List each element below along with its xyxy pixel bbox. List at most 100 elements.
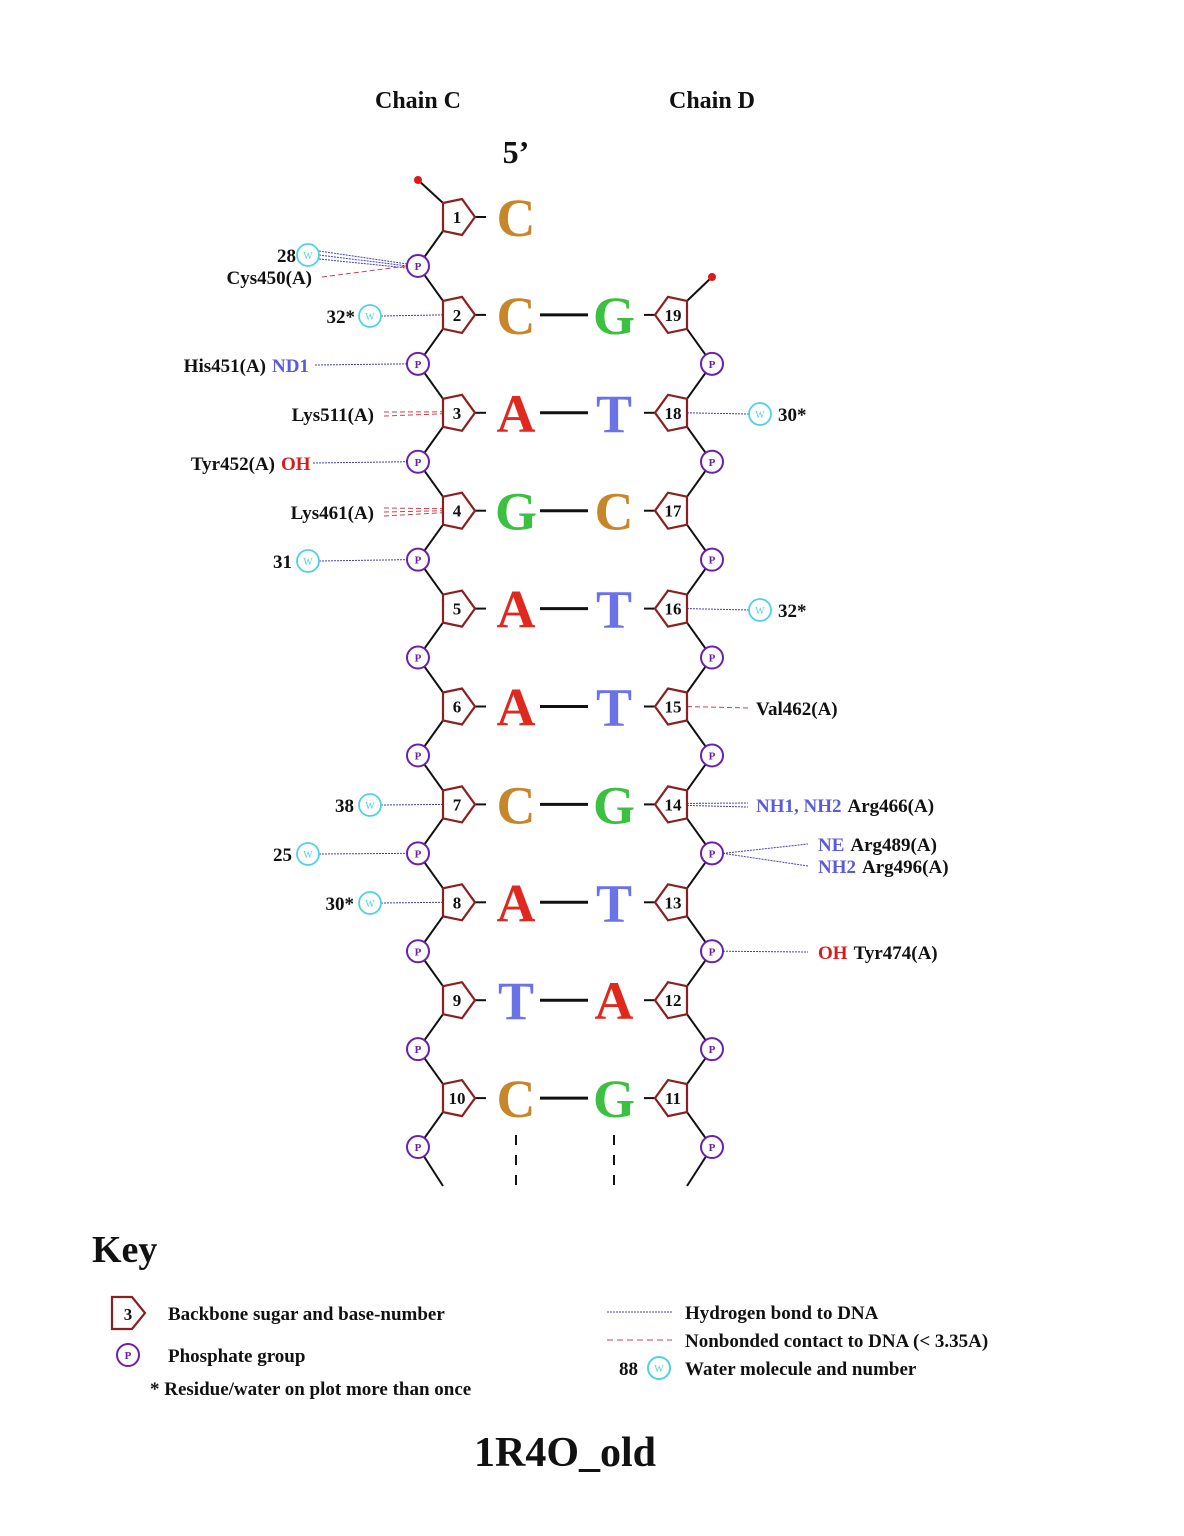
- base-letter: T: [596, 873, 632, 933]
- key-water-text: Water molecule and number: [685, 1359, 917, 1380]
- sugar-10: 10: [441, 1078, 477, 1118]
- sugar-number: 1: [453, 208, 462, 227]
- sugar-number: 2: [453, 306, 462, 325]
- sugar-14: 14: [653, 785, 689, 824]
- base-letter: T: [596, 580, 632, 640]
- water-number: 28: [277, 246, 296, 267]
- legend: Key 3 Backbone sugar and base-number P P…: [92, 1229, 988, 1400]
- sugar-icon: [653, 393, 689, 433]
- phosphate-symbol: P: [415, 1142, 422, 1154]
- base-letter: G: [593, 1069, 635, 1129]
- sugar-7: 7: [441, 785, 477, 824]
- sugar-number: 9: [453, 991, 462, 1010]
- base-letter: T: [498, 971, 534, 1031]
- sugar-13: 13: [653, 883, 689, 922]
- base-letter: A: [497, 384, 536, 444]
- sugar-18: 18: [653, 393, 689, 433]
- sugar-number: 6: [453, 698, 462, 717]
- water-icon: W: [748, 598, 772, 622]
- residue-label: Lys511(A): [292, 405, 374, 426]
- contact-line-hbond: [318, 250, 408, 265]
- sugar-number: 7: [453, 795, 462, 814]
- key-hbond-text: Hydrogen bond to DNA: [685, 1303, 879, 1324]
- chain-c-label: Chain C: [375, 88, 461, 114]
- phosphate-icon: P: [700, 449, 724, 474]
- contact-line-nonbond: [321, 265, 408, 278]
- base-letter: C: [497, 188, 536, 248]
- residue-label: Cys450(A): [227, 268, 313, 289]
- sugar-icon: [441, 295, 477, 335]
- phosphate-symbol: P: [415, 359, 422, 371]
- water-number: 32*: [778, 601, 807, 622]
- sugar-19: 19: [653, 295, 689, 335]
- sugar-number: 15: [665, 698, 682, 717]
- sugar-number: 3: [453, 404, 462, 423]
- structure-title: 1R4O_old: [474, 1430, 656, 1476]
- phosphate-symbol: P: [709, 946, 716, 958]
- water-icon: W: [296, 243, 320, 267]
- residue-label: Lys461(A): [291, 503, 374, 524]
- water-symbol: W: [303, 557, 313, 568]
- water-icon: W: [358, 304, 382, 328]
- sugar-number: 4: [453, 502, 462, 521]
- water-symbol: W: [755, 606, 765, 617]
- phosphate-symbol: P: [709, 555, 716, 567]
- phosphate-symbol: P: [709, 653, 716, 665]
- sugar-15: 15: [653, 687, 689, 726]
- water-number: 30*: [778, 405, 807, 426]
- residue-label: Arg496(A): [862, 857, 949, 878]
- water-legend-icon: W: [647, 1356, 671, 1380]
- sugar-6: 6: [441, 687, 477, 726]
- phosphate-icon: P: [406, 1135, 430, 1160]
- base-letter: A: [595, 971, 634, 1031]
- phosphate-icon: P: [700, 1135, 724, 1160]
- key-title: Key: [92, 1229, 157, 1271]
- residue-label: Val462(A): [756, 699, 838, 720]
- contact-line-hbond: [686, 608, 750, 611]
- sugar-9: 9: [441, 980, 477, 1020]
- sugar-5: 5: [441, 589, 477, 628]
- sugar-icon: [653, 295, 689, 335]
- key-star-text: * Residue/water on plot more than once: [150, 1379, 471, 1400]
- chain-d-label: Chain D: [669, 88, 755, 114]
- sugar-icon: [441, 687, 477, 726]
- phosphate-icon: P: [700, 841, 724, 866]
- base-letter: T: [596, 678, 632, 738]
- sugar-number: 10: [449, 1089, 466, 1108]
- phosphate-icon: P: [700, 547, 724, 572]
- phosphate-symbol: P: [415, 848, 422, 860]
- backbone-bond: [417, 179, 444, 204]
- sugar-number: 16: [665, 600, 682, 619]
- phosphate-symbol: P: [415, 1044, 422, 1056]
- phosphate-symbol: P: [415, 946, 422, 958]
- water-symbol: W: [303, 251, 313, 262]
- phosphate-symbol: P: [415, 653, 422, 665]
- water-symbol: W: [365, 312, 375, 323]
- water-symbol: W: [303, 850, 313, 861]
- contact-line-hbond: [686, 412, 750, 415]
- water-symbol: W: [365, 899, 375, 910]
- phosphate-symbol: P: [415, 457, 422, 469]
- phosphate-icon: P: [406, 1037, 430, 1062]
- sugar-17: 17: [653, 491, 689, 530]
- phosphate-icon: P: [406, 449, 430, 474]
- sugar-2: 2: [441, 295, 477, 335]
- phosphate-icon: P: [700, 351, 724, 376]
- atom-label: NH1, NH2: [756, 796, 842, 817]
- atom-label: NE: [818, 835, 844, 856]
- residue-label: Tyr452(A): [191, 454, 275, 475]
- contact-line-hbond: [380, 901, 444, 904]
- residue-label: His451(A): [184, 356, 266, 377]
- sugar-12: 12: [653, 980, 689, 1020]
- contact-line-hbond: [380, 803, 444, 806]
- atom-label: OH: [281, 454, 311, 475]
- sugar-icon: [653, 589, 689, 628]
- sugar-number: 19: [665, 306, 682, 325]
- sugar-number: 18: [665, 404, 682, 423]
- sugar-number: 8: [453, 893, 462, 912]
- phosphate-symbol: P: [709, 1044, 716, 1056]
- backbone-bond: [686, 276, 713, 302]
- contact-line-nonbond: [383, 510, 444, 513]
- sugar-3: 3: [441, 393, 477, 433]
